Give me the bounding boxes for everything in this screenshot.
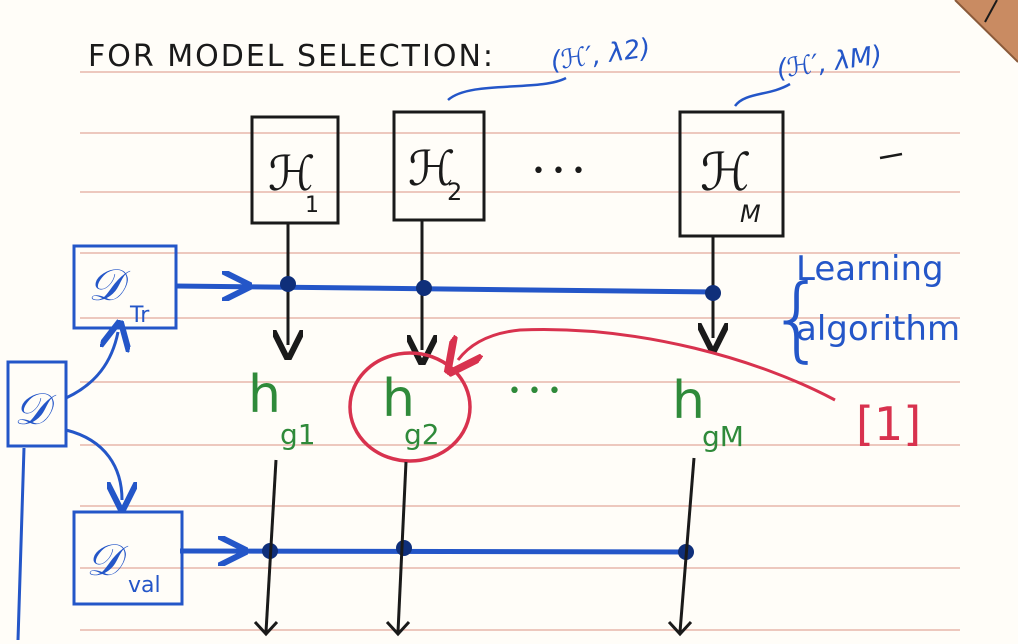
data-node-val: 𝒟 val — [72, 510, 184, 606]
svg-text:2: 2 — [447, 178, 462, 206]
svg-text:ℋ: ℋ — [268, 146, 315, 202]
hypothesis-g1: h g1 — [248, 365, 316, 451]
annotation-hset-2: (ℋ′, λ2) — [549, 33, 653, 77]
svg-text:g2: g2 — [404, 418, 440, 451]
selected-hypothesis-circle — [348, 351, 472, 463]
hset-to-hypothesis-arrows — [288, 220, 713, 350]
annotation-leader-2 — [447, 76, 567, 101]
ellipsis-hsets: • • • — [532, 159, 585, 184]
hypothesis-set-1: ℋ 1 — [250, 115, 340, 225]
hypothesis-gm: h gM — [672, 371, 744, 453]
validation-data-line — [179, 540, 694, 560]
svg-text:h: h — [248, 365, 281, 425]
reference-marker: [1] — [856, 397, 921, 451]
data-node-full: 𝒟 — [6, 360, 68, 448]
svg-text:h: h — [382, 369, 415, 429]
ellipsis-hypotheses: • • • — [508, 379, 561, 404]
svg-text:h: h — [672, 371, 705, 431]
data-node-train: 𝒟 Tr — [72, 244, 178, 330]
learning-label-line2: algorithm — [796, 309, 960, 349]
training-data-line — [174, 276, 721, 301]
svg-text:𝒟: 𝒟 — [14, 384, 57, 435]
svg-text:𝒟: 𝒟 — [86, 535, 129, 586]
title: FOR MODEL SELECTION: — [88, 39, 495, 74]
svg-text:g1: g1 — [280, 418, 316, 451]
paper-rule-lines — [80, 71, 960, 631]
selection-arrow — [458, 328, 836, 402]
svg-text:ℋ: ℋ — [408, 141, 455, 197]
learning-label-line1: Learning — [796, 249, 944, 289]
svg-text:ℋ: ℋ — [700, 143, 751, 203]
svg-text:1: 1 — [305, 193, 319, 218]
learning-brace: { — [768, 265, 827, 372]
hypothesis-set-m: ℋ M — [678, 110, 785, 238]
data-split-arrows — [16, 332, 122, 641]
svg-text:val: val — [128, 573, 161, 598]
hypothesis-to-validation-lines — [253, 457, 696, 637]
annotation-leader-m — [733, 82, 791, 107]
hypothesis-g2: h g2 — [382, 369, 440, 451]
annotation-hset-m: (ℋ′, λM) — [775, 40, 884, 84]
svg-text:𝒟: 𝒟 — [88, 260, 131, 311]
hypothesis-set-2: ℋ 2 — [392, 110, 486, 222]
svg-text:Tr: Tr — [129, 303, 150, 328]
svg-text:gM: gM — [702, 420, 744, 453]
svg-text:M: M — [740, 200, 761, 228]
